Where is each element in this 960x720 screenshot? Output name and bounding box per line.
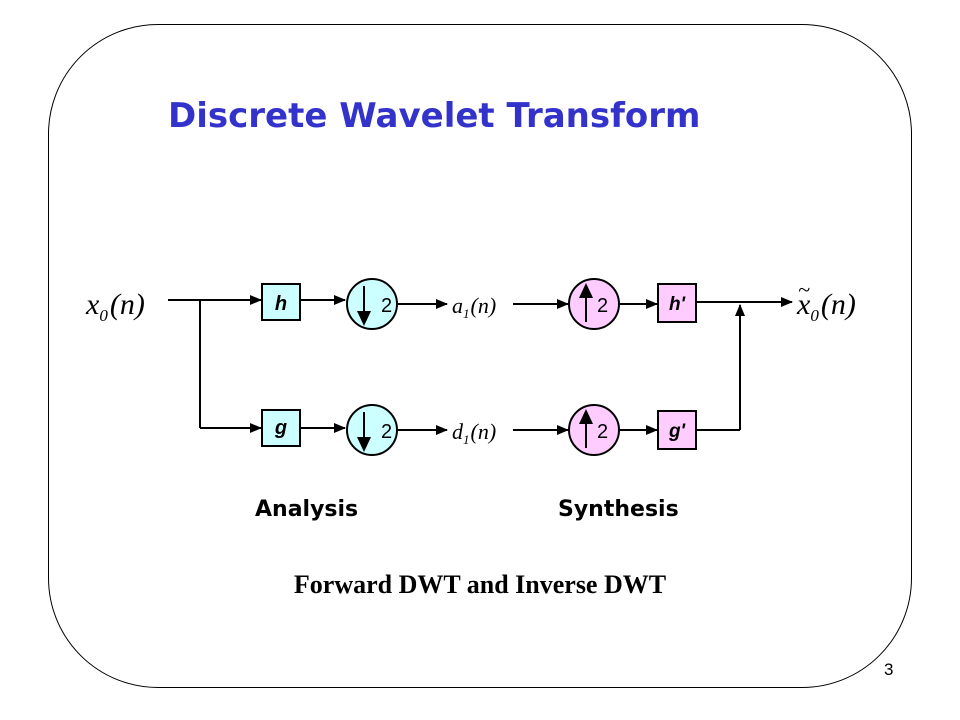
approximation-signal-label: a1(n)	[452, 293, 496, 321]
diagram-caption: Forward DWT and Inverse DWT	[293, 570, 667, 599]
synthesis-filter-h-prime-box	[657, 283, 697, 323]
up-arrowhead-icon	[579, 283, 593, 298]
down-arrowhead-icon	[357, 437, 371, 452]
downsample-top-factor: 2	[381, 295, 392, 317]
slide-title: Discrete Wavelet Transform	[168, 96, 701, 136]
analysis-filter-g-label: g	[274, 417, 287, 439]
slide-frame	[48, 24, 912, 688]
detail-signal-label: d1(n)	[452, 419, 496, 447]
upsample-bottom-factor: 2	[597, 421, 608, 443]
output-signal-label: x0(n)	[796, 288, 856, 325]
up-arrowhead-icon	[579, 409, 593, 424]
analysis-filter-h-label: h	[275, 293, 287, 315]
analysis-filter-h-box	[261, 283, 301, 321]
upsample-bottom: 2	[568, 404, 620, 456]
down-arrowhead-icon	[357, 311, 371, 326]
page-number: 3	[884, 660, 894, 679]
downsample-top: 2	[346, 278, 398, 330]
upsample-top-factor: 2	[597, 295, 608, 317]
downsample-bottom: 2	[346, 404, 398, 456]
analysis-label: Analysis	[255, 497, 359, 522]
analysis-filter-g-box	[261, 409, 301, 447]
upsample-top: 2	[568, 278, 620, 330]
synthesis-filter-h-prime-label: h'	[669, 294, 687, 315]
synthesis-label: Synthesis	[558, 497, 679, 522]
downsample-bottom-factor: 2	[381, 421, 392, 443]
synthesis-filter-g-prime-label: g'	[668, 421, 687, 442]
output-tilde-accent: ~	[798, 277, 810, 302]
input-signal-label: x0(n)	[85, 288, 145, 325]
